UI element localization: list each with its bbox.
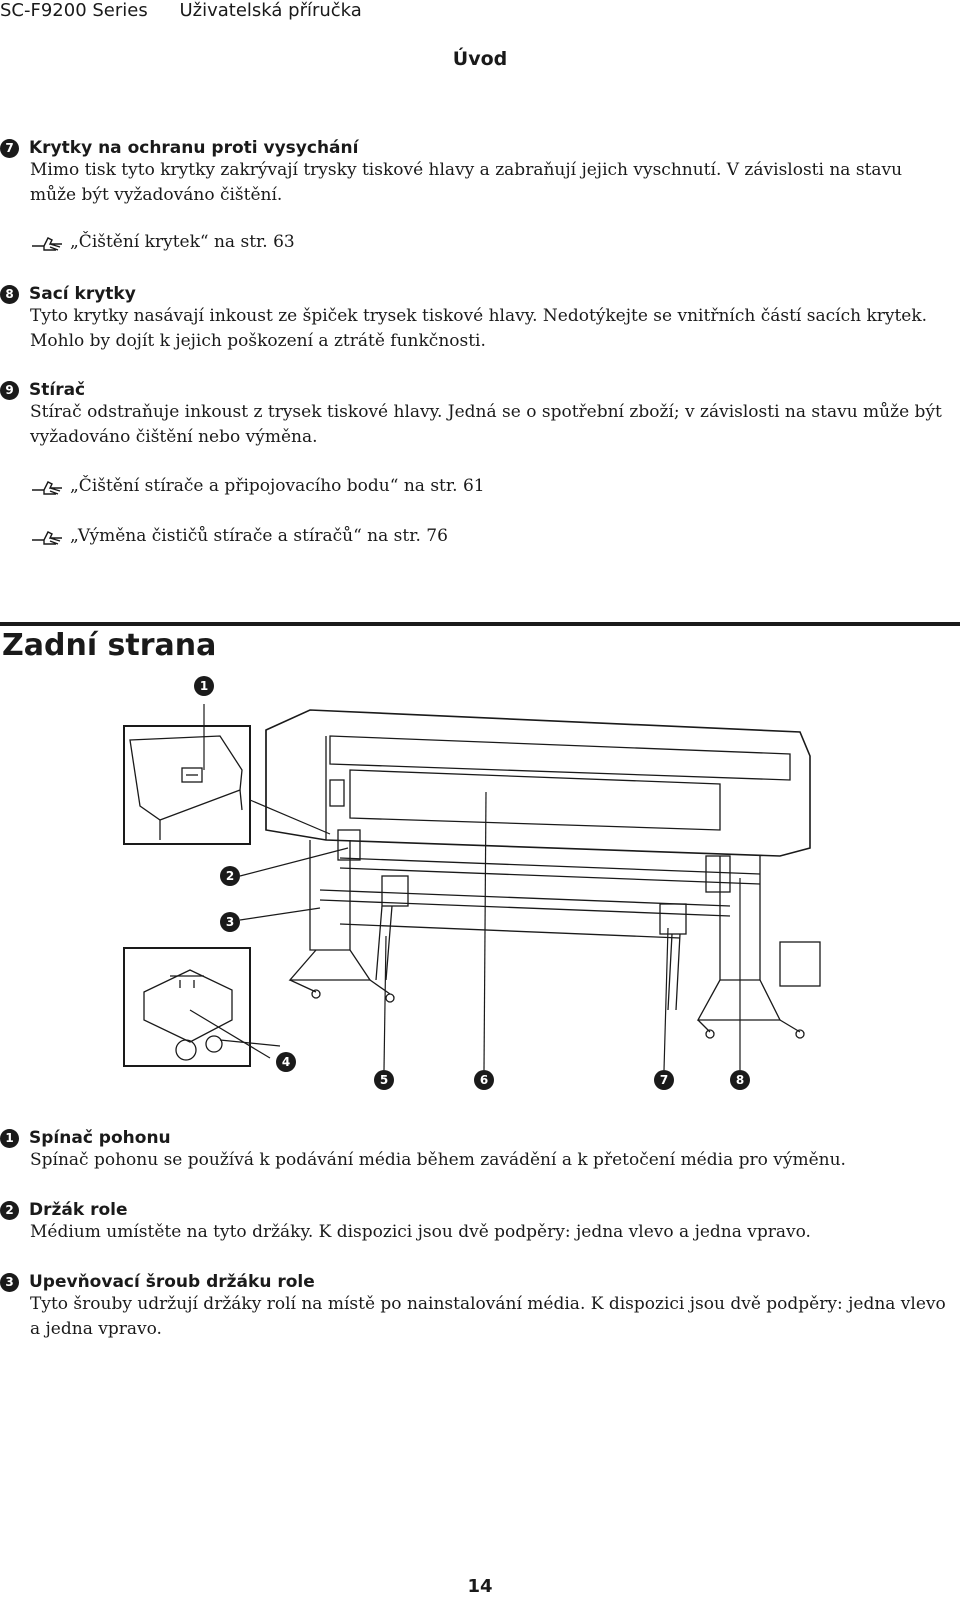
page-number: 14 (467, 1576, 493, 1597)
item-number-badge: 2 (0, 1200, 19, 1220)
caster-detail-inset (123, 947, 251, 1067)
item-number-badge: 3 (0, 1272, 19, 1292)
callout-3: 3 (220, 912, 240, 932)
item-description: Spínač pohonu se používá k podávání médi… (30, 1150, 846, 1170)
drive-switch-detail-inset (123, 725, 251, 845)
item-description: Mimo tisk tyto krytky zakrývají trysky t… (30, 160, 903, 205)
callout-4: 4 (276, 1052, 296, 1072)
item-wiper: 9 Stírač Stírač odstraňuje inkoust z try… (0, 380, 950, 449)
callout-6: 6 (474, 1070, 494, 1090)
item-description: Stírač odstraňuje inkoust z trysek tisko… (30, 402, 942, 447)
printer-rear-illustration: 1 2 3 4 5 6 7 8 (120, 676, 840, 1110)
item-title: Upevňovací šroub držáku role (29, 1272, 315, 1292)
rear-section-title: Zadní strana (2, 628, 217, 663)
callout-7: 7 (654, 1070, 674, 1090)
item-title: Sací krytky (29, 284, 136, 304)
reference-text: „Čištění krytek“ na str. 63 (70, 232, 295, 252)
pointing-hand-icon (32, 481, 62, 495)
callout-5: 5 (374, 1070, 394, 1090)
item-drying-caps: 7 Krytky na ochranu proti vysychání Mimo… (0, 138, 950, 207)
item-number-badge: 8 (0, 284, 19, 304)
item-description: Médium umístěte na tyto držáky. K dispoz… (30, 1222, 811, 1242)
callout-1: 1 (194, 676, 214, 696)
item-title: Spínač pohonu (29, 1128, 171, 1148)
item-suction-caps: 8 Sací krytky Tyto krytky nasávají inkou… (0, 284, 950, 353)
item-number-badge: 9 (0, 380, 19, 400)
item-drive-switch: 1 Spínač pohonu Spínač pohonu se používá… (0, 1128, 950, 1173)
reference-text: „Výměna čističů stírače a stíračů“ na st… (70, 526, 448, 546)
running-header: SC-F9200 Series Uživatelská příručka (0, 0, 388, 21)
item-description: Tyto krytky nasávají inkoust ze špiček t… (30, 306, 928, 351)
pointing-hand-icon (32, 531, 62, 545)
guide-title: Uživatelská příručka (179, 0, 362, 21)
callout-2: 2 (220, 866, 240, 886)
cross-reference-link[interactable]: „Čištění krytek“ na str. 63 (30, 232, 295, 252)
reference-text: „Čištění stírače a připojovacího bodu“ n… (70, 476, 485, 496)
item-number-badge: 7 (0, 138, 19, 158)
item-number-badge: 1 (0, 1128, 19, 1148)
item-roll-holder-screw: 3 Upevňovací šroub držáku role Tyto šrou… (0, 1272, 950, 1341)
cross-reference-link[interactable]: „Výměna čističů stírače a stíračů“ na st… (30, 526, 448, 546)
callout-leader-lines (189, 704, 741, 1071)
product-series: SC-F9200 Series (0, 0, 148, 21)
pointing-hand-icon (32, 237, 62, 251)
item-roll-holder: 2 Držák role Médium umístěte na tyto drž… (0, 1200, 950, 1245)
item-title: Držák role (29, 1200, 128, 1220)
section-divider (0, 622, 960, 626)
section-title: Úvod (452, 48, 508, 70)
printer-drawing (123, 704, 821, 1071)
printer-body (265, 709, 821, 1039)
item-description: Tyto šrouby udržují držáky rolí na místě… (30, 1294, 946, 1339)
cross-reference-link[interactable]: „Čištění stírače a připojovacího bodu“ n… (30, 476, 485, 496)
item-title: Stírač (29, 380, 86, 400)
callout-8: 8 (730, 1070, 750, 1090)
item-title: Krytky na ochranu proti vysychání (29, 138, 359, 158)
